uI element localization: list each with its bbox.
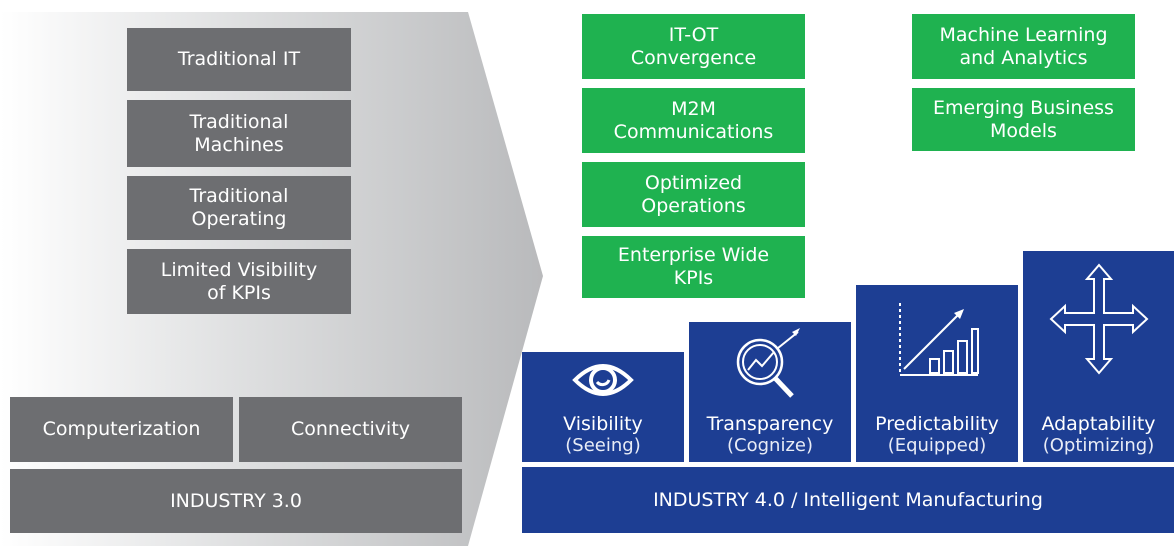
stage-transparency-title: Transparency	[706, 413, 834, 436]
four-way-arrows-icon	[1049, 263, 1148, 375]
growth-chart-icon	[899, 303, 979, 376]
traditional-it-box: Traditional IT	[127, 28, 351, 91]
stage-transparency: Transparency (Cognize)	[689, 322, 851, 462]
eye-icon	[572, 364, 634, 396]
stage-predictability: Predictability (Equipped)	[856, 285, 1018, 462]
stage-adaptability-title: Adaptability	[1041, 413, 1156, 436]
m2m-communications-box: M2M Communications	[582, 88, 805, 153]
stage-adaptability: Adaptability (Optimizing)	[1023, 251, 1174, 462]
stage-visibility-sub: (Seeing)	[565, 435, 641, 457]
stage-adaptability-sub: (Optimizing)	[1042, 435, 1155, 457]
machine-learning-box: Machine Learning and Analytics	[912, 14, 1135, 79]
optimized-operations-box: Optimized Operations	[582, 162, 805, 227]
traditional-machines-box: Traditional Machines	[127, 100, 351, 167]
enterprise-kpis-box: Enterprise Wide KPIs	[582, 236, 805, 298]
emerging-business-box: Emerging Business Models	[912, 88, 1135, 151]
stage-visibility-title: Visibility	[563, 413, 643, 436]
stage-predictability-title: Predictability	[875, 413, 999, 436]
magnifier-chart-icon	[736, 328, 800, 398]
stage-transparency-sub: (Cognize)	[727, 435, 813, 457]
traditional-operating-box: Traditional Operating	[127, 176, 351, 240]
connectivity-box: Connectivity	[239, 397, 462, 462]
stage-predictability-sub: (Equipped)	[887, 435, 987, 457]
limited-visibility-box: Limited Visibility of KPIs	[127, 249, 351, 314]
industry4-base: INDUSTRY 4.0 / Intelligent Manufacturing	[522, 467, 1174, 533]
computerization-box: Computerization	[10, 397, 233, 462]
it-ot-convergence-box: IT-OT Convergence	[582, 14, 805, 79]
industry3-base: INDUSTRY 3.0	[10, 469, 462, 533]
stage-visibility: Visibility (Seeing)	[522, 352, 684, 462]
